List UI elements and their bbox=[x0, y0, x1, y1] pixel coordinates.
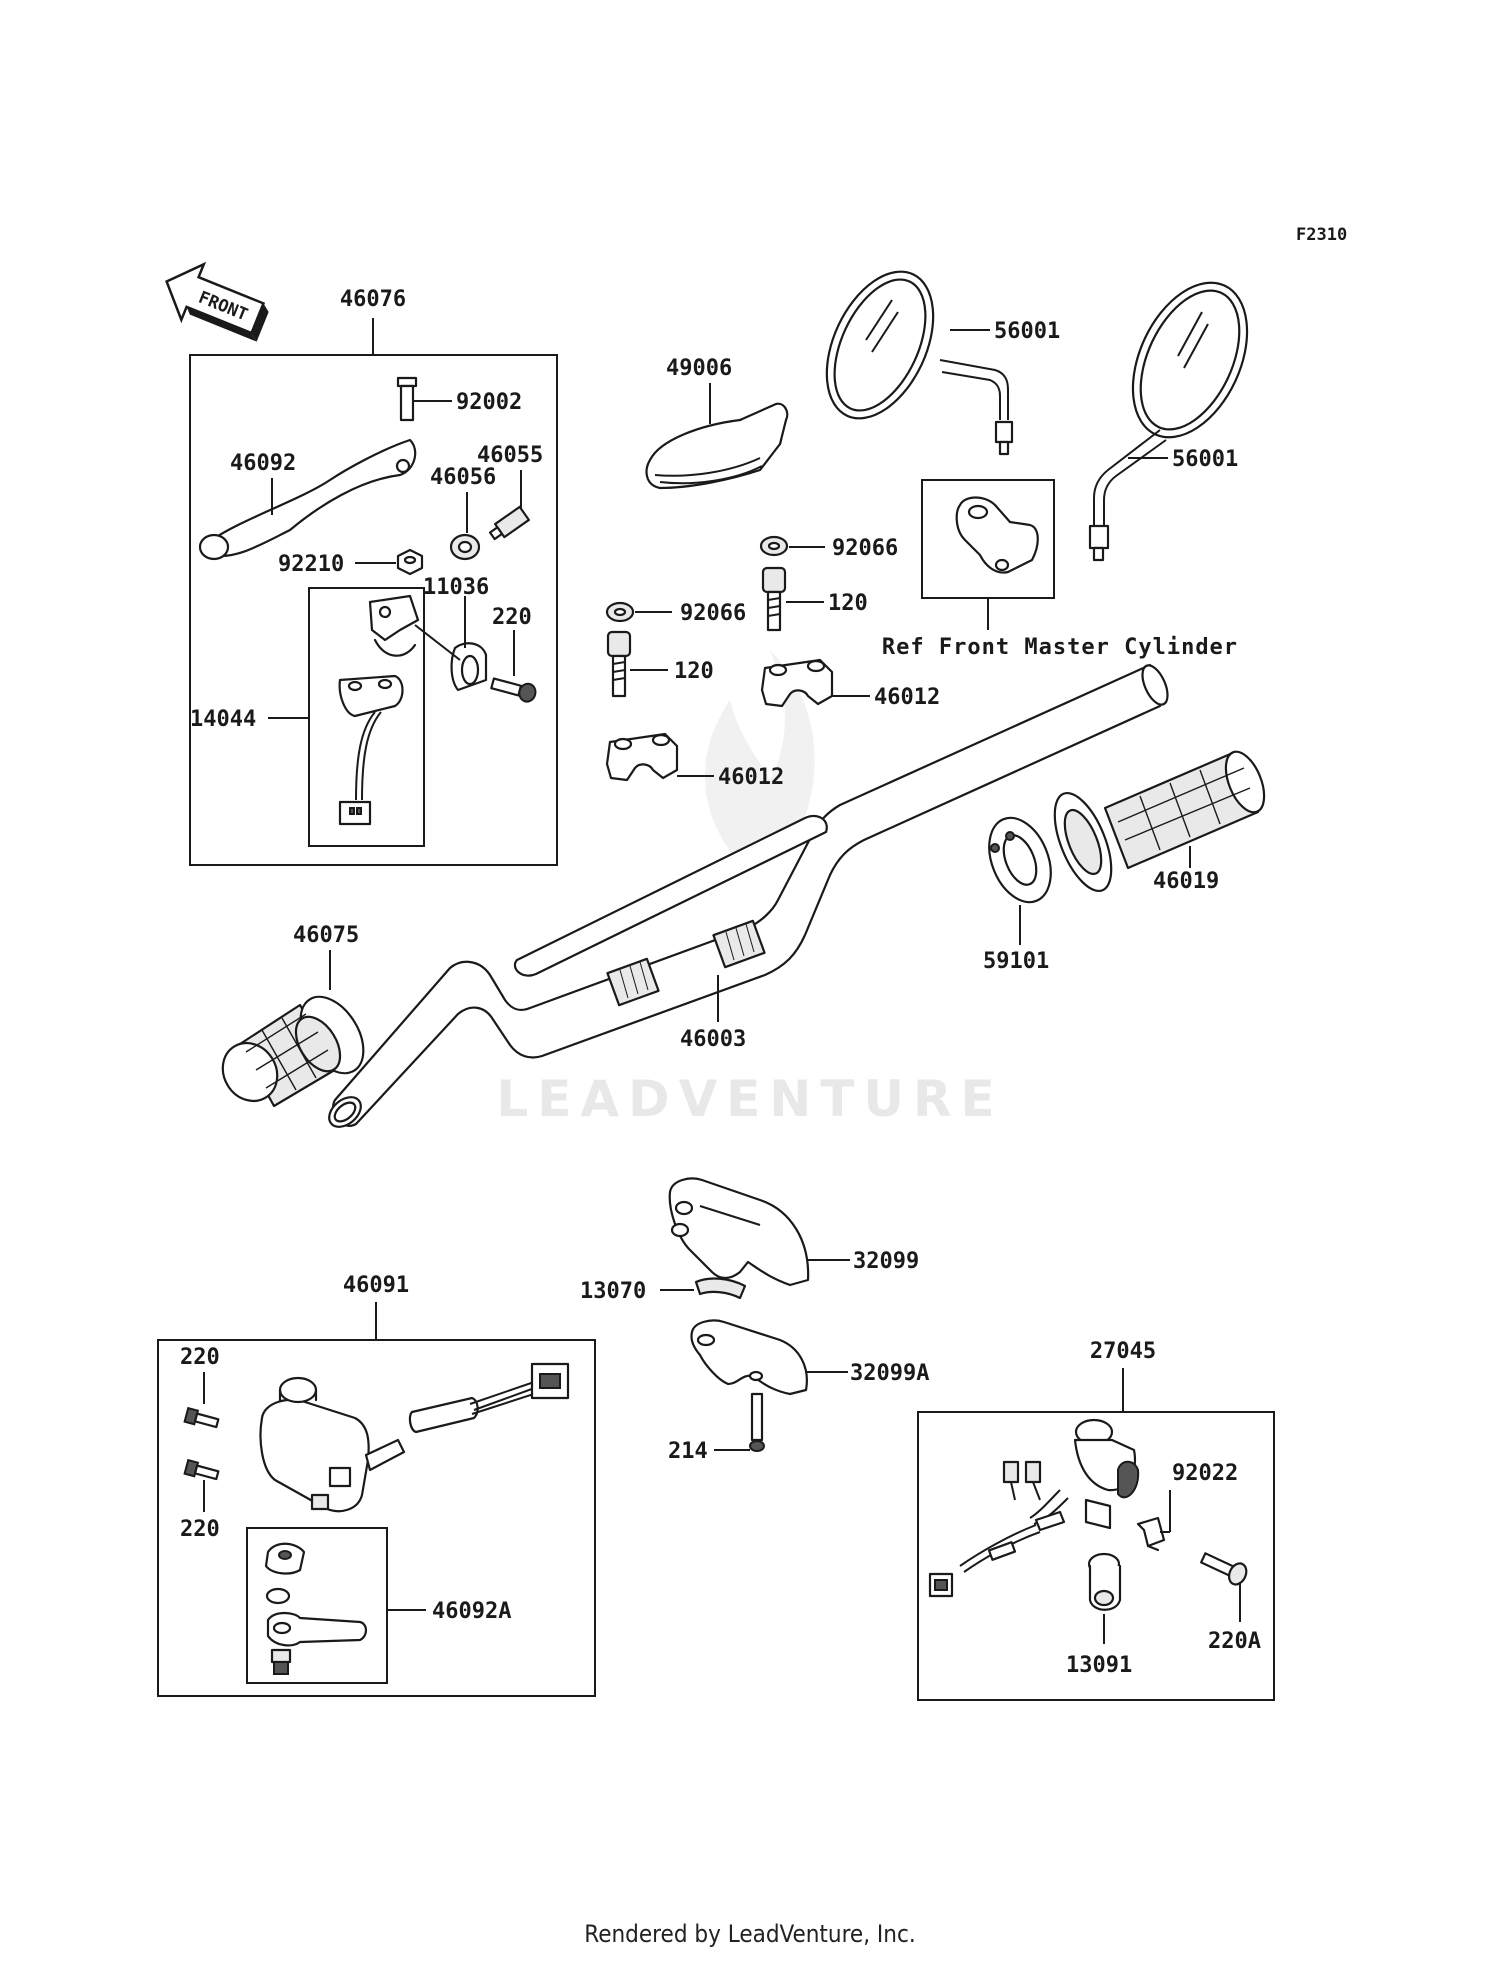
front-arrow-icon: FRONT bbox=[165, 261, 269, 342]
lever-holder bbox=[368, 594, 420, 657]
callout-92022: 92022 bbox=[1172, 1461, 1238, 1486]
throttle-case-32099 bbox=[668, 1177, 810, 1287]
reference-note: Ref Front Master Cylinder bbox=[882, 635, 1238, 660]
callout-220A: 220A bbox=[1208, 1629, 1261, 1654]
screw-220-b bbox=[183, 1458, 220, 1481]
mirror-56001-right bbox=[1088, 281, 1249, 562]
callout-14044: 14044 bbox=[190, 707, 256, 732]
callout-220-b: 220 bbox=[180, 1517, 220, 1542]
clip-92022 bbox=[1136, 1516, 1166, 1552]
callout-92066-lower: 92066 bbox=[680, 601, 746, 626]
callout-49006: 49006 bbox=[666, 356, 732, 381]
throttle-case-32099A bbox=[690, 1319, 808, 1396]
assembly-box-27045 bbox=[917, 1411, 1275, 1701]
callout-46076: 46076 bbox=[340, 287, 406, 312]
grip-46019 bbox=[1053, 750, 1266, 893]
handguard-49006 bbox=[645, 402, 789, 490]
callout-120-upper: 120 bbox=[828, 591, 868, 616]
assembly-box-46091 bbox=[157, 1339, 596, 1697]
handlebar-switch-46091 bbox=[259, 1362, 570, 1513]
callout-46003: 46003 bbox=[680, 1027, 746, 1052]
sub-box-46092A bbox=[246, 1527, 388, 1684]
holder-46012-upper bbox=[760, 658, 834, 708]
bolt-92002 bbox=[396, 376, 418, 422]
adjuster-nut-46056 bbox=[449, 533, 481, 561]
master-cylinder-reference bbox=[955, 496, 1039, 574]
callout-32099: 32099 bbox=[853, 1249, 919, 1274]
cable-guide-13070 bbox=[694, 1277, 747, 1300]
screw-220-a bbox=[183, 1406, 220, 1429]
callout-92066-upper: 92066 bbox=[832, 536, 898, 561]
callout-46091: 46091 bbox=[343, 1273, 409, 1298]
lever-46092A bbox=[264, 1542, 368, 1675]
kill-switch-27045 bbox=[928, 1418, 1140, 1598]
screw-214 bbox=[749, 1392, 765, 1452]
callout-46019: 46019 bbox=[1153, 869, 1219, 894]
callout-220-a: 220 bbox=[180, 1345, 220, 1370]
callout-46092A: 46092A bbox=[432, 1599, 511, 1624]
callout-59101: 59101 bbox=[983, 949, 1049, 974]
figure-code: F2310 bbox=[1296, 225, 1347, 245]
callout-214: 214 bbox=[668, 1439, 708, 1464]
watermark: LEADVENTURE bbox=[496, 650, 1003, 1128]
callout-46056: 46056 bbox=[430, 465, 496, 490]
callout-56001-left: 56001 bbox=[994, 319, 1060, 344]
callout-11036: 11036 bbox=[423, 575, 489, 600]
bolt-120-upper bbox=[761, 566, 787, 632]
grip-46075 bbox=[221, 995, 365, 1108]
callout-13070: 13070 bbox=[580, 1279, 646, 1304]
handlebar-46003 bbox=[328, 663, 1169, 1128]
callout-46075: 46075 bbox=[293, 923, 359, 948]
callout-32099A: 32099A bbox=[850, 1361, 929, 1386]
mirror-56001-left bbox=[825, 270, 1014, 456]
callout-56001-right: 56001 bbox=[1172, 447, 1238, 472]
holder-13091 bbox=[1087, 1552, 1122, 1611]
callout-13091: 13091 bbox=[1066, 1653, 1132, 1678]
adjuster-46055 bbox=[488, 505, 530, 541]
screw-220A bbox=[1200, 1552, 1248, 1586]
holder-46012-lower bbox=[605, 732, 679, 782]
clamp-11036 bbox=[450, 642, 488, 692]
callout-46055: 46055 bbox=[477, 443, 543, 468]
callout-220-top: 220 bbox=[492, 605, 532, 630]
bolt-120-lower bbox=[606, 630, 632, 698]
clutch-lever-46092 bbox=[198, 438, 417, 561]
callout-46092: 46092 bbox=[230, 451, 296, 476]
callout-46012-upper: 46012 bbox=[874, 685, 940, 710]
washer-92066-lower bbox=[605, 601, 635, 623]
washer-92066-upper bbox=[759, 535, 789, 557]
footer-credit: Rendered by LeadVenture, Inc. bbox=[584, 1920, 916, 1948]
callout-120-lower: 120 bbox=[674, 659, 714, 684]
throttle-ring-59101 bbox=[988, 816, 1052, 904]
callout-46012-lower: 46012 bbox=[718, 765, 784, 790]
nut-92210 bbox=[396, 548, 424, 576]
callout-27045: 27045 bbox=[1090, 1339, 1156, 1364]
watermark-text: LEADVENTURE bbox=[496, 1070, 1003, 1128]
clutch-switch-14044 bbox=[338, 674, 404, 826]
callout-92210: 92210 bbox=[278, 552, 344, 577]
screw-220-top bbox=[490, 677, 537, 703]
callout-92002: 92002 bbox=[456, 390, 522, 415]
